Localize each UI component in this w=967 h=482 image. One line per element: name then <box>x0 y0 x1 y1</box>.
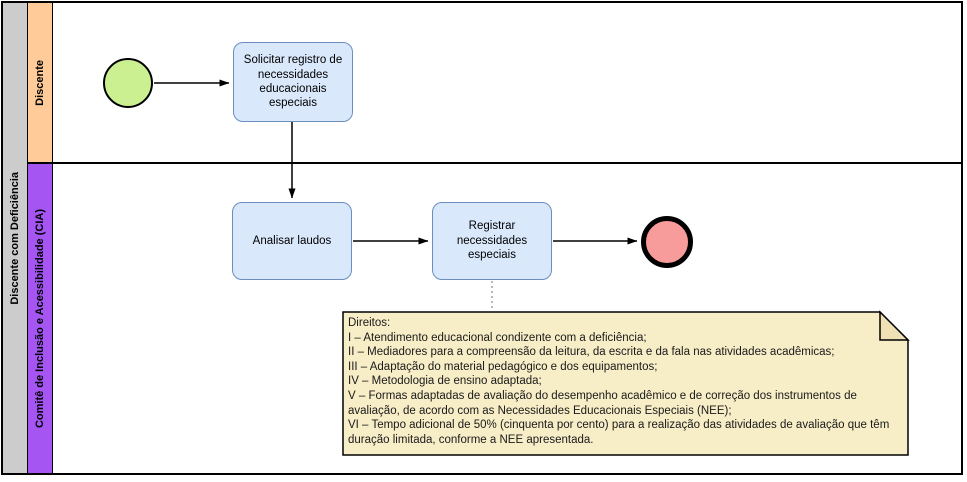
task-registrar-necessidades-label: Registrar necessidades especiais <box>456 220 528 262</box>
lane-divider <box>28 162 961 164</box>
note-line-1: I – Atendimento educacional condizente c… <box>348 331 647 344</box>
end-event[interactable] <box>641 216 693 268</box>
task-analisar-laudos[interactable]: Analisar laudos <box>232 202 352 280</box>
task-registrar-necessidades[interactable]: Registrar necessidades especiais <box>432 202 552 280</box>
rights-annotation-note[interactable]: Direitos: I – Atendimento educacional co… <box>348 316 900 447</box>
task-analisar-laudos-label: Analisar laudos <box>252 234 332 247</box>
lane-title-cia: Comitê de Inclusão e Acessibilidade (CIA… <box>34 208 46 429</box>
note-line-6: VI – Tempo adicional de 50% (cinquenta p… <box>348 419 890 446</box>
pool-title: Discente com Deficiência <box>9 171 21 305</box>
note-line-3: III – Adaptação do material pedagógico e… <box>348 360 658 373</box>
lane-title-discente: Discente <box>34 59 46 106</box>
note-line-5: V – Formas adaptadas de avaliação do des… <box>348 389 857 417</box>
note-line-title: Direitos: <box>348 317 391 329</box>
lane-label-discente[interactable]: Discente <box>28 3 53 162</box>
lane-label-cia[interactable]: Comitê de Inclusão e Acessibilidade (CIA… <box>28 164 53 473</box>
pool-title-strip[interactable]: Discente com Deficiência <box>3 3 28 473</box>
start-event[interactable] <box>103 58 153 108</box>
task-solicitar-registro[interactable]: Solicitar registro de necessidades educa… <box>233 42 353 122</box>
task-solicitar-registro-label: Solicitar registro de necessidades educa… <box>243 54 343 110</box>
note-line-4: IV – Metodologia de ensino adaptada; <box>348 375 542 388</box>
note-line-2: II – Mediadores para a compreensão da le… <box>348 346 835 359</box>
